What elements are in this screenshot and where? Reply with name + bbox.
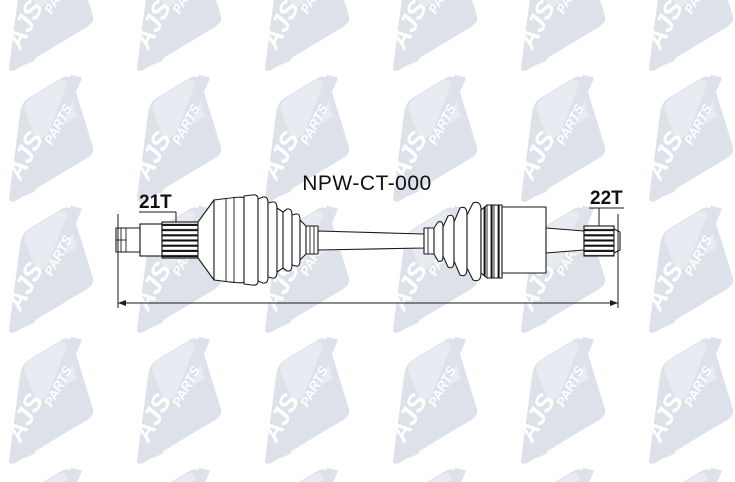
right-spline-22t xyxy=(583,225,621,257)
leader-right-spline xyxy=(589,207,624,226)
left-spline-count-label: 21T xyxy=(139,192,172,213)
part-number-label: NPW-CT-000 xyxy=(302,172,431,195)
right-boot xyxy=(433,201,503,282)
left-spline-21t xyxy=(139,221,199,259)
leader-left-spline xyxy=(139,211,177,222)
right-cv-joint-housing xyxy=(501,206,547,274)
left-boot xyxy=(243,194,307,286)
right-stub-shaft xyxy=(545,227,585,254)
right-spline-count-label: 22T xyxy=(590,188,623,209)
left-cv-joint-bell xyxy=(197,196,245,284)
left-clamp xyxy=(305,225,319,255)
left-stub-shaft xyxy=(115,227,141,253)
right-clamp xyxy=(423,227,435,255)
intermediate-shaft xyxy=(317,230,425,251)
